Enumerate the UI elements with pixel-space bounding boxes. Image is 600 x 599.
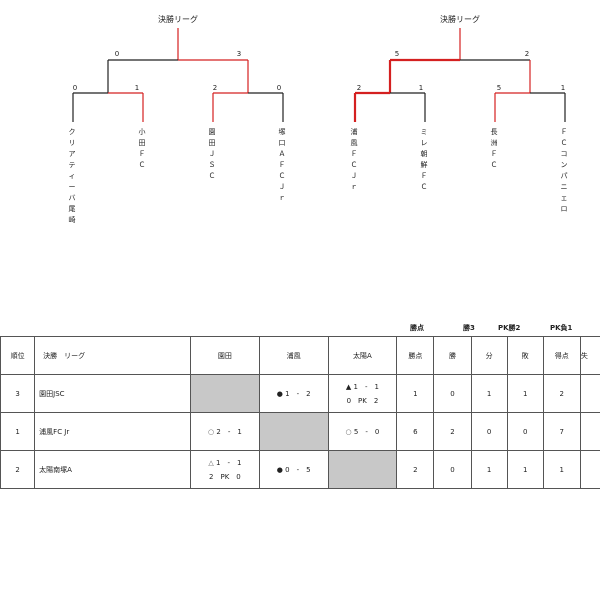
right-score-d: 1 [560,84,566,92]
match-cell: △ 1 - 1 2 PK 0 [189,450,260,489]
left-bracket-lines [72,28,284,122]
row-team: 園田JSC [34,374,191,413]
right-bracket-lines [353,28,566,122]
row-win: 0 [433,374,472,413]
right-team-3: 長洲ＦＣ [490,128,498,169]
row-points: 2 [396,450,435,489]
header-taiyo: 太陽A [327,336,398,375]
left-team-3: 園田ＪＳＣ [208,128,216,180]
match-score: 5 - 0 [353,427,380,436]
table-row: 3 園田JSC ● 1 - 2 ▲ 1 - 1 0 PK 2 1 0 1 1 2 [0,374,600,413]
row-team: 浦風FC Jr [34,412,191,451]
right-team-2: ミレ朝鮮ＦＣ [420,128,428,191]
win-mark: ○ [345,427,352,436]
header-draw: 分 [470,336,508,375]
match-score: 1 - 1 [353,382,379,391]
header-loss: 敗 [506,336,544,375]
right-bracket-title: 決勝リーグ [440,15,480,24]
table-row: 1 浦風FC Jr ○ 2 - 1 ○ 5 - 0 6 2 0 0 7 [0,412,600,451]
row-win: 0 [433,450,472,489]
match-cell: ● 0 - 5 [258,450,329,489]
row-rank: 2 [0,450,36,489]
right-team-4: ＦＣコンパニェロ [560,128,568,213]
win-mark: ○ [208,427,215,436]
header-urakaze: 浦風 [258,336,329,375]
match-cell: ○ 5 - 0 [327,412,398,451]
tiebreak-points-label: 勝点 [410,324,424,332]
right-score-b: 1 [418,84,424,92]
right-score-semi-right: 2 [524,50,530,58]
header-sonoda: 園田 [189,336,260,375]
right-score-c: 5 [496,84,502,92]
row-draw: 0 [470,412,508,451]
match-score: 2 - 1 [216,427,242,436]
match-score: 1 - 2 [285,389,311,398]
left-score-semi-right: 3 [236,50,242,58]
match-cell: ● 1 - 2 [258,374,329,413]
row-loss: 1 [506,374,544,413]
match-score: 0 - 5 [285,465,311,474]
left-bracket-title: 決勝リーグ [158,15,198,24]
bracket-lines [72,28,566,122]
match-score: 1 - 1 [216,458,242,467]
row-loss: 0 [506,412,544,451]
left-score-d: 0 [276,84,282,92]
match-cell: ○ 2 - 1 [189,412,260,451]
row-draw: 1 [470,374,508,413]
self-match-cell [258,412,329,451]
row-draw: 1 [470,450,508,489]
pk-win-mark: △ [208,458,214,467]
left-score-a: 0 [72,84,78,92]
row-loss: 1 [506,450,544,489]
header-rank: 順位 [0,336,36,375]
row-ga [579,412,600,451]
header-win: 勝 [433,336,472,375]
left-team-4: 塚口ＡＦＣ Ｊｒ [278,128,293,202]
row-team: 太陽南塚A [34,450,191,489]
left-score-b: 1 [134,84,140,92]
left-score-semi-left: 0 [114,50,120,58]
row-ga [579,374,600,413]
header-points: 勝点 [396,336,435,375]
row-win: 2 [433,412,472,451]
row-rank: 1 [0,412,36,451]
right-team-1: 浦風ＦＣＪｒ [350,128,358,191]
header-ga: 失 [579,336,600,375]
right-score-a: 2 [356,84,362,92]
row-points: 6 [396,412,435,451]
row-rank: 3 [0,374,36,413]
row-gf: 2 [542,374,581,413]
self-match-cell [189,374,260,413]
pk-score: 0 PK 2 [346,396,379,405]
league-table: 順位 決勝 リーグ 園田 浦風 太陽A 勝点 勝 分 敗 得点 失 3 園田JS… [0,336,600,489]
row-gf: 1 [542,450,581,489]
self-match-cell [327,450,398,489]
tiebreak-pkloss-label: PK負1 [550,324,573,332]
pk-loss-mark: ▲ [345,382,352,391]
row-gf: 7 [542,412,581,451]
pk-score: 2 PK 0 [209,472,241,481]
left-score-c: 2 [212,84,218,92]
header-gf: 得点 [542,336,581,375]
header-league: 決勝 リーグ [34,336,191,375]
row-points: 1 [396,374,435,413]
table-row: 2 太陽南塚A △ 1 - 1 2 PK 0 ● 0 - 5 2 0 1 1 1 [0,450,600,489]
tiebreak-pkwin-label: PK勝2 [498,324,521,332]
left-team-1: クリアティーバ尾崎 [68,128,76,224]
loss-mark: ● [276,465,283,474]
loss-mark: ● [276,389,283,398]
tiebreak-win-label: 勝3 [463,324,475,332]
match-cell: ▲ 1 - 1 0 PK 2 [327,374,398,413]
table-header-row: 順位 決勝 リーグ 園田 浦風 太陽A 勝点 勝 分 敗 得点 失 [0,336,600,375]
right-score-semi-left: 5 [394,50,400,58]
left-team-2: 小田ＦＣ [138,128,146,169]
row-ga [579,450,600,489]
